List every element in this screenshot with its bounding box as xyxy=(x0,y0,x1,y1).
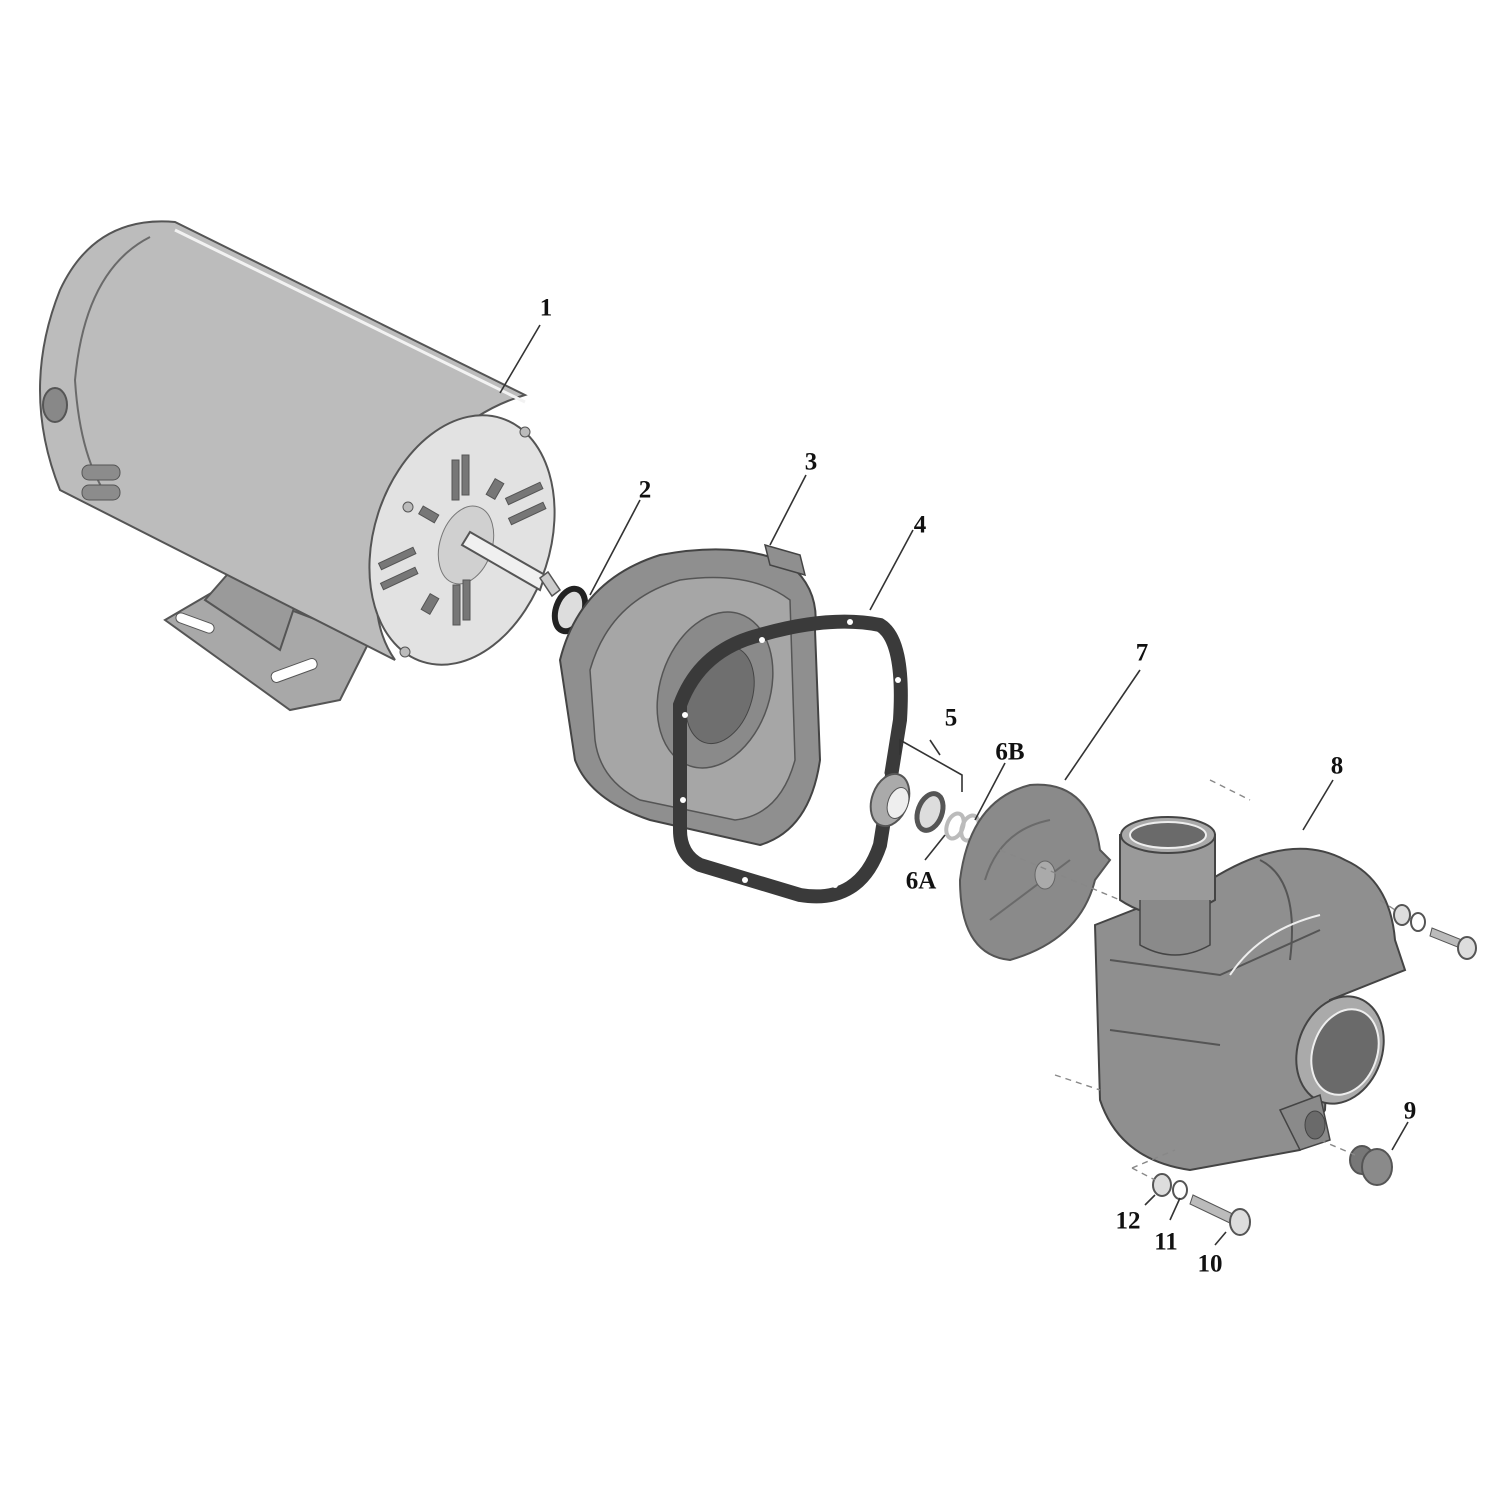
gasket-part-4 xyxy=(673,614,908,904)
callout-label-4: 4 xyxy=(913,511,927,539)
callout-label-3: 3 xyxy=(804,448,818,476)
upper-bolt-set xyxy=(1393,904,1477,960)
callout-label-9: 9 xyxy=(1403,1097,1417,1125)
motor-part-1 xyxy=(39,220,562,712)
callout-label-6a: 6A xyxy=(905,867,937,895)
callout-label-5: 5 xyxy=(944,704,958,732)
callout-label-8: 8 xyxy=(1330,752,1344,780)
pump-housing-part-8 xyxy=(1093,816,1407,1172)
callout-label-10: 10 xyxy=(1197,1250,1223,1278)
callout-label-11: 11 xyxy=(1154,1228,1178,1256)
callout-label-12: 12 xyxy=(1115,1207,1141,1235)
callout-label-7: 7 xyxy=(1135,639,1149,667)
callout-label-1: 1 xyxy=(539,294,553,322)
mechanical-seal-part-5 xyxy=(869,772,946,833)
impeller-part-7 xyxy=(958,783,1112,962)
drain-plug-part-9 xyxy=(1349,1145,1393,1186)
callout-label-2: 2 xyxy=(638,476,652,504)
flat-washer-part-12 xyxy=(1152,1173,1172,1197)
leader-lines xyxy=(499,324,1409,1246)
callout-label-6b: 6B xyxy=(995,738,1025,766)
bolt-part-10 xyxy=(1189,1194,1251,1236)
lock-washer-part-11 xyxy=(1172,1180,1188,1200)
